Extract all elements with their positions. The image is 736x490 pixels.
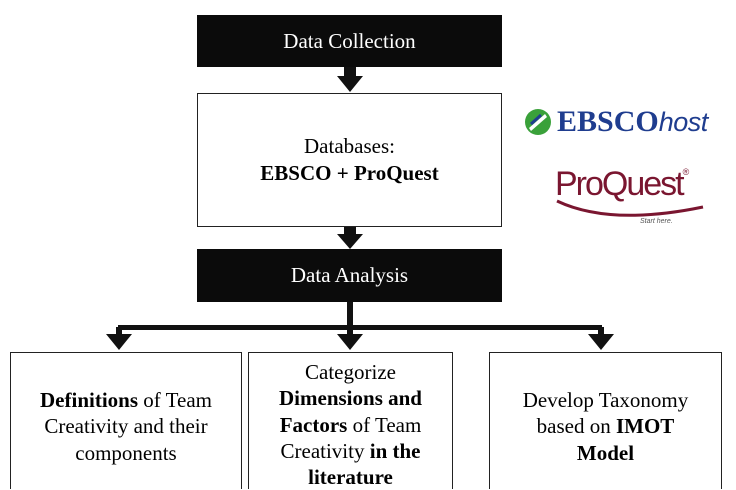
proquest-registered-mark: ®	[682, 167, 690, 177]
categorize-line-5: literature	[308, 465, 393, 489]
analysis-stem	[347, 302, 353, 330]
arrow-to-categorize	[337, 327, 363, 350]
categorize-box: Categorize Dimensions and Factors of Tea…	[248, 352, 453, 489]
definitions-keyword: Definitions	[40, 388, 139, 412]
definitions-line-1-rest: of Team	[138, 388, 212, 412]
proquest-tagline: Start here.	[640, 218, 673, 225]
data-collection-box: Data Collection	[197, 15, 502, 67]
arrow-to-taxonomy	[588, 327, 614, 350]
categorize-factors-keyword: Factors	[279, 412, 348, 437]
ebsco-logo-text: EBSCO	[557, 105, 659, 138]
categorize-line-4-plain: Creativity	[280, 438, 370, 463]
databases-label: Databases:	[304, 134, 395, 159]
proquest-logo: ProQuest® Start here.	[555, 167, 725, 231]
databases-names: EBSCO + ProQuest	[260, 161, 439, 185]
taxonomy-line-3: Model	[576, 440, 635, 465]
categorize-line-2: Dimensions and	[279, 386, 422, 411]
categorize-line-3-rest: of Team	[347, 412, 422, 437]
taxonomy-line-1: Develop Taxonomy	[522, 388, 689, 412]
arrow-collection-to-databases	[337, 66, 363, 92]
databases-box: Databases: EBSCO + ProQuest	[197, 93, 502, 227]
arrow-databases-to-analysis	[337, 227, 363, 249]
ebsco-host-text: host	[658, 106, 709, 137]
taxonomy-line-2-plain: based on	[536, 414, 616, 439]
definitions-line-2: Creativity and their	[44, 414, 208, 439]
definitions-line-3: components	[75, 440, 177, 465]
proquest-logo-text: ProQuest	[555, 165, 685, 203]
data-analysis-label: Data Analysis	[290, 263, 409, 287]
taxonomy-imot-keyword: IMOT	[615, 414, 675, 439]
categorize-line-4-bold: in the	[369, 438, 421, 463]
ebsco-leaf-icon	[525, 109, 551, 135]
data-analysis-box: Data Analysis	[197, 249, 502, 302]
taxonomy-line-2: based on IMOT	[537, 413, 675, 439]
data-collection-label: Data Collection	[283, 28, 416, 53]
arrow-to-definitions	[106, 327, 132, 350]
definitions-box: Definitions of Team Creativity and their…	[10, 352, 242, 489]
distribution-line	[118, 325, 602, 330]
proquest-swoosh-icon	[556, 199, 704, 217]
categorize-line-3: Factors of Team	[280, 412, 422, 438]
categorize-line-4: Creativity in the	[281, 438, 421, 464]
categorize-line-1: Categorize	[305, 360, 396, 384]
definitions-line-1: Definitions of Team	[40, 387, 212, 413]
taxonomy-box: Develop Taxonomy based on IMOT Model	[489, 352, 722, 489]
